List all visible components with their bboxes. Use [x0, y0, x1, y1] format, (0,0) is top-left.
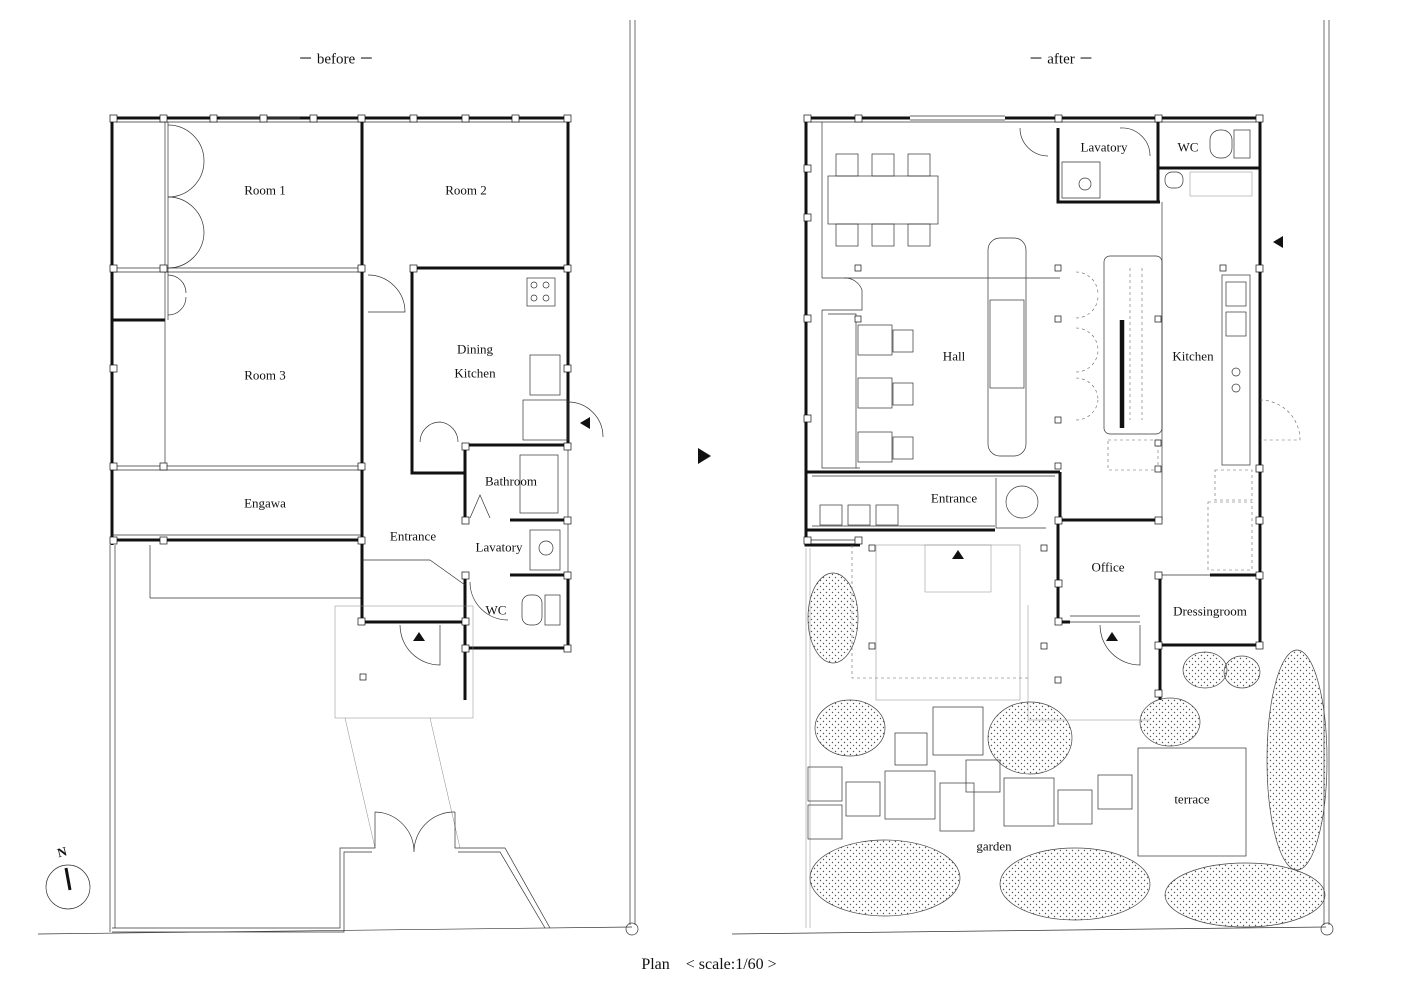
before-room3-label: Room 3 [244, 367, 286, 383]
after-plan [803, 114, 1328, 928]
before-plan [109, 114, 604, 933]
before-wc-label: WC [485, 602, 507, 618]
entry-arrow-icon [952, 550, 964, 559]
after-wc-label: WC [1177, 139, 1199, 155]
after-kitchen-label: Kitchen [1172, 348, 1214, 364]
before-room1-label: Room 1 [244, 182, 286, 198]
after-title: － after － [1028, 51, 1094, 68]
transition-arrow-icon [698, 448, 711, 464]
after-entrance-label: Entrance [930, 490, 978, 506]
before-kitchen-label: Kitchen [454, 365, 496, 381]
after-office-label: Office [1091, 559, 1125, 575]
entry-arrow-icon [413, 632, 425, 641]
site-boundary [37, 20, 1334, 936]
before-room2-label: Room 2 [445, 182, 487, 198]
after-lavatory-label: Lavatory [1080, 139, 1128, 155]
before-dining-label: Dining [456, 341, 494, 357]
north-arrow-icon [45, 864, 91, 910]
garden-bushes [807, 572, 1328, 928]
entry-arrow-icon [1106, 632, 1118, 641]
before-lavatory-label: Lavatory [475, 539, 523, 555]
before-bathroom-label: Bathroom [485, 473, 537, 489]
after-hall-label: Hall [942, 348, 966, 364]
after-terrace-label: terrace [1174, 791, 1210, 807]
before-engawa-label: Engawa [244, 495, 286, 511]
after-garden-label: garden [976, 838, 1012, 854]
plan-caption: Plan < scale:1/60 > [641, 956, 777, 973]
after-posts [803, 114, 1264, 698]
before-title: － before － [298, 51, 374, 68]
entry-arrow-icon [580, 417, 590, 429]
before-posts [109, 114, 572, 681]
entry-arrow-icon [1273, 236, 1283, 248]
after-dressingroom-label: Dressingroom [1173, 603, 1247, 619]
before-entrance-label: Entrance [389, 528, 437, 544]
